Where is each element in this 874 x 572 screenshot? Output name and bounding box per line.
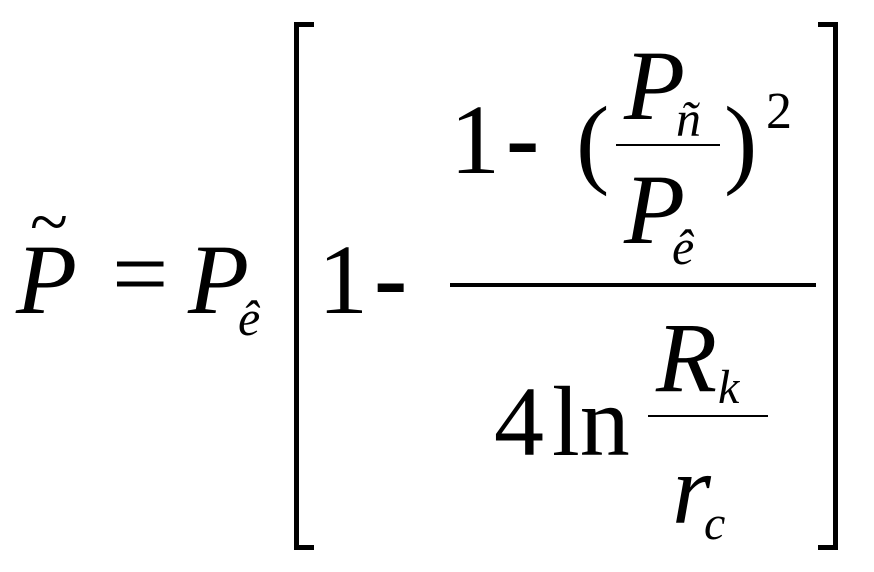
log-top-subscript: k <box>718 361 740 414</box>
right-bracket-vertical <box>833 22 838 550</box>
lhs-symbol: P <box>16 224 78 335</box>
inner-bottom-symbol: P <box>624 154 686 265</box>
numerator-minus: - <box>506 82 540 193</box>
exponent-two: 2 <box>766 83 792 140</box>
log-bottom-symbol: r <box>672 434 711 545</box>
equals-sign: = <box>112 218 169 329</box>
left-bracket-bottom <box>294 545 314 550</box>
left-bracket-vertical <box>294 22 299 550</box>
right-bracket-bottom <box>818 545 838 550</box>
left-bracket-top <box>294 22 314 27</box>
log-bottom-subscript: c <box>704 497 726 550</box>
inner-top-subscript: ñ <box>676 91 701 147</box>
lhs-tilde: ~ <box>30 184 68 261</box>
main-fraction-bar <box>450 283 816 287</box>
inner-fraction-bar <box>616 144 720 146</box>
right-bracket-top <box>818 22 838 27</box>
denominator-four: 4 <box>494 366 544 477</box>
log-top-symbol: R <box>656 302 718 413</box>
log-fraction-bar <box>648 415 768 417</box>
inner-bottom-subscript: ê <box>672 219 695 275</box>
inner-top-symbol: P <box>624 30 686 141</box>
coef-symbol: P <box>188 224 250 335</box>
outer-minus: - <box>374 222 408 333</box>
open-paren: ( <box>576 86 610 197</box>
numerator-one: 1 <box>450 84 500 195</box>
outer-one: 1 <box>318 224 368 335</box>
coef-subscript: ê <box>238 290 261 346</box>
close-paren: ) <box>724 86 758 197</box>
denominator-ln: ln <box>552 366 630 477</box>
